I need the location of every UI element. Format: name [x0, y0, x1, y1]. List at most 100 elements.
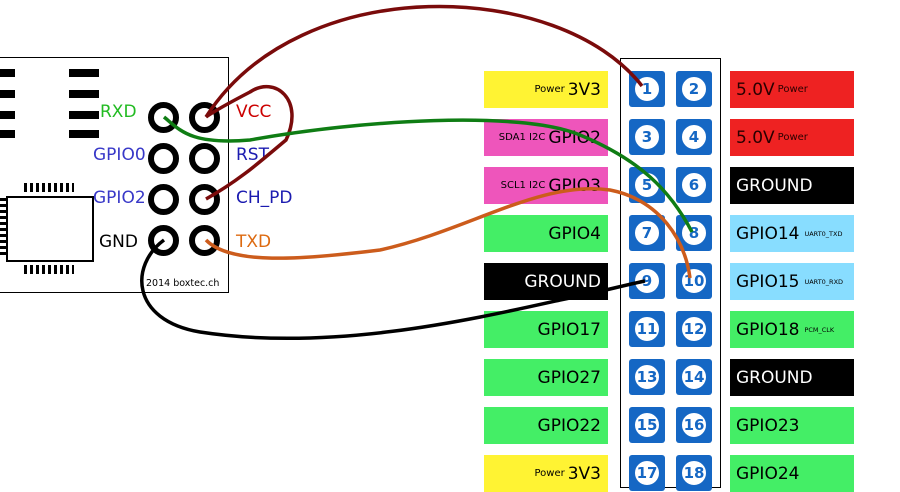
pi-pin-circle: 12 — [679, 314, 709, 344]
pin-gpio2[interactable] — [148, 184, 179, 215]
pi-pin-number: 9 — [641, 272, 653, 290]
pi-pin-number: 18 — [683, 464, 705, 482]
pi-label-suffix: UART0_RXD — [804, 277, 844, 286]
pin-gpio0[interactable] — [148, 143, 179, 174]
pi-pin-circle: 9 — [632, 266, 662, 296]
pi-pin-circle: 13 — [632, 362, 662, 392]
pi-pin-18[interactable]: 18 — [676, 455, 712, 491]
label-gpio2: GPIO2 — [93, 188, 146, 208]
pi-pin-12[interactable]: 12 — [676, 311, 712, 347]
pi-pin-circle: 14 — [679, 362, 709, 392]
pi-pin-number: 16 — [683, 416, 705, 434]
pi-pin-circle: 4 — [679, 122, 709, 152]
pin-rst[interactable] — [189, 143, 220, 174]
pi-pin-circle: 1 — [632, 74, 662, 104]
pi-label-suffix: PCM_CLK — [804, 325, 835, 334]
pi-label-suffix: Power — [777, 84, 808, 95]
label-ch-pd: CH_PD — [236, 188, 293, 208]
pi-label-main: GPIO18 — [736, 319, 800, 340]
pi-pin-circle: 6 — [679, 170, 709, 200]
pi-pin-circle: 16 — [679, 410, 709, 440]
pi-pin-2[interactable]: 2 — [676, 71, 712, 107]
pin-rxd[interactable] — [148, 102, 179, 133]
pi-label-main: 5.0V — [736, 127, 775, 148]
pi-label-prefix: Power — [534, 468, 565, 479]
pi-label-prefix: SDA1 I2C — [498, 132, 546, 143]
pi-pin-11[interactable]: 11 — [629, 311, 665, 347]
pi-label-main: GROUND — [736, 367, 813, 388]
pi-pin-number: 4 — [688, 128, 700, 146]
pi-pin-14[interactable]: 14 — [676, 359, 712, 395]
wire-chpd-to-vcc[interactable] — [204, 84, 294, 201]
pi-pin-number: 12 — [683, 320, 705, 338]
pi-pin-circle: 7 — [632, 218, 662, 248]
pi-pin-number: 14 — [683, 368, 705, 386]
pi-pin-13[interactable]: 13 — [629, 359, 665, 395]
pi-pin-number: 1 — [641, 80, 653, 98]
pi-pin-6[interactable]: 6 — [676, 167, 712, 203]
pi-label-main: GPIO22 — [537, 415, 601, 436]
wire-rxd-to-pin8[interactable] — [162, 115, 694, 233]
pi-pin-number: 2 — [688, 80, 700, 98]
wire-txd-to-pin10[interactable] — [204, 187, 692, 279]
pi-label-left-13: GPIO27 — [484, 359, 608, 396]
pi-pin-9[interactable]: 9 — [629, 263, 665, 299]
pi-label-main: 3V3 — [567, 463, 601, 484]
pin-vcc[interactable] — [189, 102, 220, 133]
label-rst: RST — [236, 145, 269, 165]
pi-pin-number: 13 — [636, 368, 658, 386]
pi-label-main: GPIO4 — [548, 223, 601, 244]
pi-label-right-12: GPIO18 PCM_CLK — [730, 311, 854, 348]
pi-pin-10[interactable]: 10 — [676, 263, 712, 299]
pi-label-main: GPIO27 — [537, 367, 601, 388]
pi-pin-4[interactable]: 4 — [676, 119, 712, 155]
chip-pins — [0, 198, 8, 258]
pi-pin-circle: 2 — [679, 74, 709, 104]
wire-gnd-to-pin9[interactable] — [140, 238, 646, 341]
pi-pin-circle: 17 — [632, 458, 662, 488]
pi-pin-17[interactable]: 17 — [629, 455, 665, 491]
antenna-trace — [0, 90, 15, 98]
chip-pins — [24, 183, 74, 192]
pi-pin-3[interactable]: 3 — [629, 119, 665, 155]
pi-label-main: GPIO2 — [548, 127, 601, 148]
pi-pin-number: 17 — [636, 464, 658, 482]
pi-pin-16[interactable]: 16 — [676, 407, 712, 443]
antenna-trace — [69, 130, 99, 138]
label-gpio0: GPIO0 — [93, 145, 146, 165]
pi-label-right-14: GROUND — [730, 359, 854, 396]
pin-gnd[interactable] — [148, 225, 179, 256]
pi-pin-7[interactable]: 7 — [629, 215, 665, 251]
chip-pins — [24, 265, 74, 274]
copyright-text: 2014 boxtec.ch — [146, 278, 220, 289]
antenna-trace — [0, 111, 15, 119]
pi-pin-number: 6 — [688, 176, 700, 194]
wire-vcc-to-pin1[interactable] — [204, 4, 644, 118]
pi-pin-number: 15 — [636, 416, 658, 434]
pi-label-suffix: UART0_TXD — [804, 229, 843, 238]
pi-pin-number: 5 — [641, 176, 653, 194]
esp-chip — [6, 196, 94, 262]
pi-label-left-11: GPIO17 — [484, 311, 608, 348]
label-gnd: GND — [99, 232, 138, 252]
pi-label-main: GROUND — [524, 271, 601, 292]
pi-label-right-6: GROUND — [730, 167, 854, 204]
pi-pin-number: 7 — [641, 224, 653, 242]
pi-label-main: GPIO24 — [736, 463, 800, 484]
pi-label-prefix: SCL1 I2C — [500, 180, 546, 191]
pi-pin-circle: 8 — [679, 218, 709, 248]
pin-ch-pd[interactable] — [189, 184, 220, 215]
pi-label-left-7: GPIO4 — [484, 215, 608, 252]
pi-pin-circle: 18 — [679, 458, 709, 488]
pi-label-main: 3V3 — [567, 79, 601, 100]
pi-pin-circle: 3 — [632, 122, 662, 152]
wiring-diagram: RXD VCC GPIO0 RST GPIO2 CH_PD GND TXD 20… — [0, 4, 854, 492]
pi-pin-15[interactable]: 15 — [629, 407, 665, 443]
pin-txd[interactable] — [189, 225, 220, 256]
pi-pin-number: 10 — [683, 272, 705, 290]
